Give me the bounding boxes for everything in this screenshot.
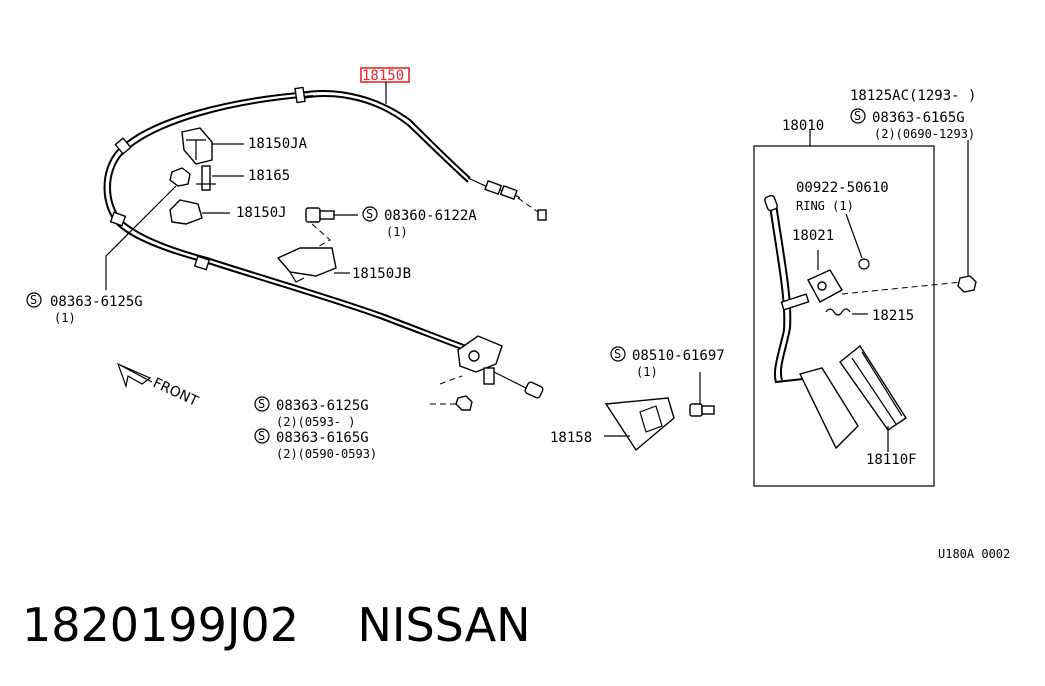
pedal-assembly-box bbox=[753, 130, 977, 487]
label-pivot-18021: 18021 bbox=[792, 228, 834, 244]
s-mark-icon bbox=[610, 346, 626, 362]
s-mark-icon bbox=[254, 396, 270, 412]
clip-18165 bbox=[196, 165, 244, 191]
accelerator-cable bbox=[103, 86, 547, 353]
label-bolt-6165g-lower: 08363-6165G bbox=[276, 430, 369, 446]
s-mark-1: S bbox=[366, 207, 373, 221]
label-main-cable: 18150 bbox=[362, 68, 404, 84]
label-bolt-6125g-lower: 08363-6125G bbox=[276, 398, 369, 414]
s-mark-icon bbox=[850, 108, 866, 124]
label-bolt-61697: 08510-61697 bbox=[632, 348, 725, 364]
label-bolt-6122a-qty: (1) bbox=[386, 225, 408, 239]
label-bolt-6125g-lower-qty: (2)(0593- ) bbox=[276, 415, 355, 429]
drawing-code: U180A 0002 bbox=[938, 547, 1010, 561]
cable-end-bracket bbox=[430, 335, 544, 411]
label-assy-18010: 18010 bbox=[782, 118, 824, 134]
label-bolt-6125g-left: 08363-6125G bbox=[50, 294, 143, 310]
label-ring: RING (1) bbox=[796, 199, 854, 213]
label-cover-18158: 18158 bbox=[550, 430, 592, 446]
front-arrow-icon bbox=[116, 362, 153, 389]
label-ring-part: 00922-50610 bbox=[796, 180, 889, 196]
highlight-box bbox=[360, 67, 410, 83]
s-mark-icon bbox=[254, 428, 270, 444]
label-bolt-6122a: 08360-6122A bbox=[384, 208, 477, 224]
footer-caption: 1820199J02 NISSAN bbox=[22, 598, 531, 652]
s-mark-3: S bbox=[258, 397, 265, 411]
label-18150ja: 18150JA bbox=[248, 136, 308, 152]
label-18150j: 18150J bbox=[236, 205, 287, 221]
bracket-18150jb bbox=[276, 247, 350, 283]
footer-part-number: 1820199J02 bbox=[22, 598, 299, 652]
label-18150jb: 18150JB bbox=[352, 266, 411, 282]
cover-18158 bbox=[604, 372, 715, 452]
s-mark-6: S bbox=[854, 109, 861, 123]
bracket-18150ja bbox=[181, 127, 244, 165]
bolt-6122a bbox=[305, 207, 358, 251]
label-bolt-6165g-lower-qty: (2)(0590-0593) bbox=[276, 447, 377, 461]
s-mark-5: S bbox=[614, 347, 621, 361]
footer-brand: NISSAN bbox=[357, 598, 531, 652]
label-bolt-6165g-right-qty: (2)(0690-1293) bbox=[874, 127, 975, 141]
front-label: FRONT bbox=[150, 375, 201, 410]
bracket-18150j bbox=[169, 199, 230, 225]
label-bolt-61697-qty: (1) bbox=[636, 365, 658, 379]
bolt-left bbox=[105, 167, 191, 290]
s-mark-2: S bbox=[30, 293, 37, 307]
s-mark-icon bbox=[26, 292, 42, 308]
label-spring-18215: 18215 bbox=[872, 308, 914, 324]
label-pedal-pad: 18110F bbox=[866, 452, 917, 468]
label-bolt-6125g-left-qty: (1) bbox=[54, 311, 76, 325]
s-mark-4: S bbox=[258, 429, 265, 443]
label-bolt-6165g-right: 08363-6165G bbox=[872, 110, 965, 126]
label-18165: 18165 bbox=[248, 168, 290, 184]
s-mark-icon bbox=[362, 206, 378, 222]
label-bolt-18125ac: 18125AC(1293- ) bbox=[850, 88, 976, 104]
